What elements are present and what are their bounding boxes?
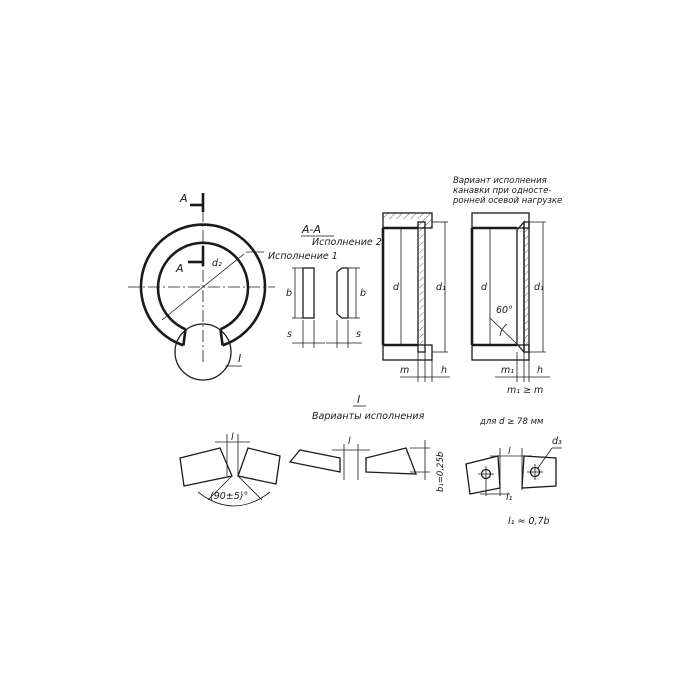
diameter-note: для d ≥ 78 мм [479, 417, 544, 427]
ring-inner-edge [156, 241, 250, 331]
section-profile-variant-1 [292, 267, 325, 348]
detail-circle-I [174, 323, 232, 381]
b-label-2: b [360, 288, 366, 299]
d2-label: d₂ [212, 258, 222, 269]
retaining-ring-front-view [128, 193, 275, 381]
angle-60-label: 60° [496, 305, 513, 316]
l-label-a: l [231, 432, 234, 443]
section-mark-top: А [179, 192, 188, 205]
detail-variant-b [288, 440, 430, 480]
ring-gap-left [182, 329, 187, 346]
detail-variant-a [179, 434, 281, 507]
m-label: m [400, 365, 409, 376]
housing-section-1 [381, 212, 450, 382]
section-profile-variant-2 [326, 267, 362, 348]
m1-ge-m-label: m₁ ≥ m [507, 385, 543, 396]
ring-outer-edge [139, 223, 267, 347]
groove-note-line-2: канавки при односте- [453, 186, 551, 196]
l1-label: l₁ [506, 492, 513, 503]
m1-label: m₁ [501, 365, 514, 376]
detail-title: I [357, 393, 360, 406]
d2-dimension-line [161, 253, 245, 321]
housing-section-2 [470, 212, 550, 382]
l-label-b: l [348, 436, 351, 447]
b1-label: b₁=0,25b [436, 452, 446, 492]
d3-label: d₃ [552, 436, 562, 447]
angle-tolerance-label: (90±5)° [210, 491, 248, 502]
s-label-2: s [356, 329, 361, 340]
section-mark-inner: А [175, 262, 184, 275]
detail-variant-c [465, 447, 562, 496]
l1-formula: l₁ ≈ 0,7b [508, 516, 550, 527]
detail-caption: Варианты исполнения [312, 411, 425, 422]
s-label-1: s [287, 329, 292, 340]
h-label-1: h [441, 365, 447, 376]
h-label-2: h [537, 365, 543, 376]
groove-note-line-3: ронней осевой нагрузке [452, 196, 562, 206]
variant-1-label: Исполнение 1 [268, 251, 338, 262]
section-title: А-А [301, 223, 321, 236]
groove-note-line-1: Вариант исполнения [453, 176, 547, 186]
d1-label-2: d₁ [534, 282, 544, 293]
d1-label-1: d₁ [436, 282, 446, 293]
detail-mark: I [238, 352, 241, 365]
d-label-1: d [393, 282, 400, 293]
variant-2-label: Исполнение 2 [312, 237, 382, 248]
b-label-1: b [286, 288, 292, 299]
ring-gap-right [219, 329, 224, 346]
l-label-c: l [508, 446, 511, 457]
d-label-2: d [481, 282, 488, 293]
